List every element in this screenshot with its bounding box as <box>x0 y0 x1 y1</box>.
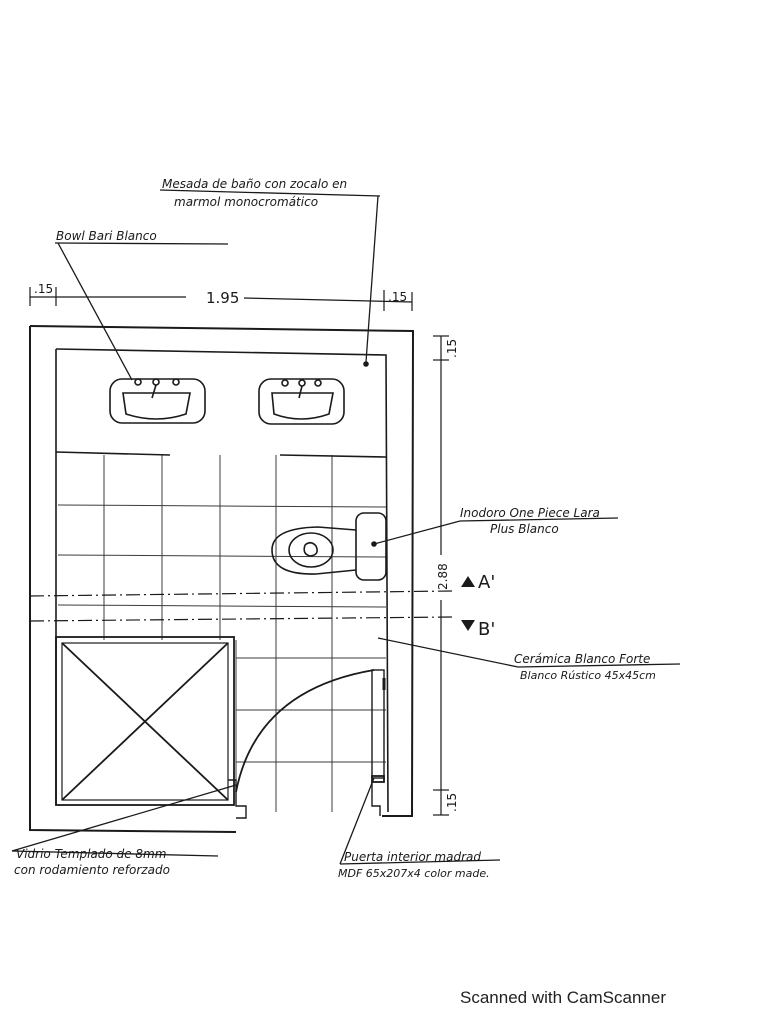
room-walls <box>29 325 415 833</box>
dimension-left-offset: .15 <box>34 282 53 296</box>
leader-lines <box>11 189 681 865</box>
label-ceramica-line2: Blanco Rústico 45x45cm <box>520 669 656 682</box>
section-b-marker <box>461 620 475 631</box>
dimension-width: 1.95 <box>206 289 239 307</box>
label-vidrio-line2: con rodamiento reforzado <box>14 863 170 877</box>
label-puerta-line1: Puerta interior madrad <box>344 850 481 864</box>
right-dimension-line <box>433 335 449 816</box>
section-a-label: A' <box>478 572 495 593</box>
dimension-top-offset: .15 <box>445 339 459 358</box>
floor-tiles <box>57 455 387 812</box>
dimension-right-offset: .15 <box>388 290 407 304</box>
dimension-height: 2.88 <box>436 563 450 590</box>
door-swing <box>235 669 386 816</box>
label-inodoro-line2: Plus Blanco <box>490 522 559 536</box>
basin-right <box>258 378 345 425</box>
toilet <box>271 512 387 581</box>
scanner-watermark: Scanned with CamScanner <box>460 988 667 1007</box>
vanity-countertop <box>55 361 387 458</box>
label-mesada-line2: marmol monocromático <box>174 195 318 209</box>
label-vidrio-line1: Vidrio Templado de 8mm <box>16 847 166 861</box>
basin-left <box>109 378 206 424</box>
label-inodoro-line1: Inodoro One Piece Lara <box>460 506 600 520</box>
label-bowl: Bowl Bari Blanco <box>56 229 157 243</box>
section-a-marker <box>461 576 475 587</box>
shower-tray <box>55 636 247 819</box>
section-lines <box>29 590 453 622</box>
label-mesada-line1: Mesada de baño con zocalo en <box>162 177 347 191</box>
label-puerta-line2: MDF 65x207x4 color made. <box>338 867 490 880</box>
dimension-bottom-offset: .15 <box>445 793 459 812</box>
label-ceramica-line1: Cerámica Blanco Forte <box>514 652 650 666</box>
top-dimension-line <box>29 287 413 311</box>
section-b-label: B' <box>478 619 495 640</box>
